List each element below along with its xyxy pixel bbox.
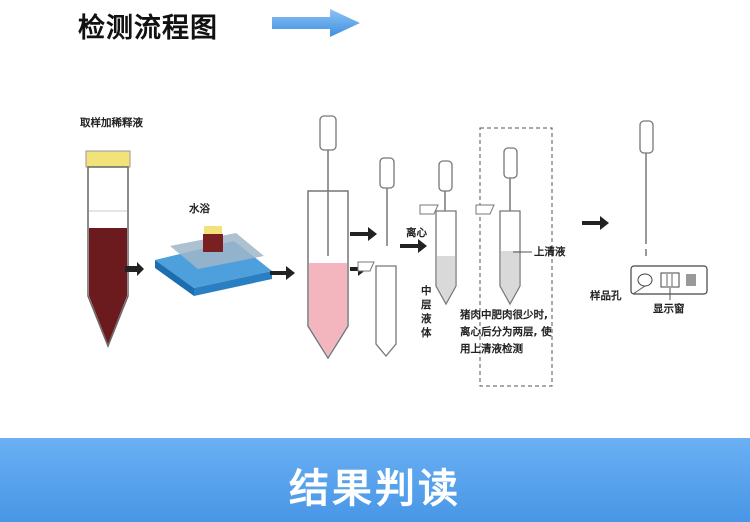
page-title: 检测流程图 <box>78 13 218 44</box>
arrow-icon <box>582 216 609 230</box>
result-title: 结果判读 <box>289 466 461 512</box>
sample-liquid <box>89 228 127 344</box>
test-strip: 样品孔 显示窗 <box>590 120 708 315</box>
label-supernatant: 上清液 <box>534 245 566 258</box>
sample-well-icon <box>637 273 653 287</box>
label-water-bath: 水浴 <box>188 202 210 215</box>
arrow-icon <box>270 266 295 280</box>
label-centrifuge: 离心 <box>406 226 427 239</box>
centrifuged-tube: 中 层 液 体 <box>419 160 457 339</box>
note-line-2: 离心后分为两层, 使 <box>460 325 552 338</box>
transfer-tubes <box>357 157 397 358</box>
right-arrow-icon <box>272 9 360 37</box>
note-line-3: 用上清液检测 <box>459 342 523 355</box>
bath-tube <box>203 234 223 252</box>
note-line-1: 猪肉中肥肉很少时, <box>459 308 548 321</box>
pink-tube <box>307 115 349 360</box>
arrow-icon <box>125 262 144 276</box>
label-sample-well: 样品孔 <box>590 289 622 302</box>
sample-tube: 取样加稀释液 <box>80 116 143 349</box>
water-bath: 水浴 <box>155 202 272 296</box>
label-middle-liquid-3: 液 <box>421 312 432 325</box>
header: 检测流程图 <box>0 0 750 55</box>
label-middle-liquid-4: 体 <box>421 326 432 339</box>
pink-liquid <box>309 263 347 356</box>
label-display-window: 显示窗 <box>653 302 685 315</box>
label-middle-liquid-2: 层 <box>421 299 432 311</box>
label-middle-liquid-1: 中 <box>421 284 432 297</box>
arrow-icon <box>400 239 427 253</box>
label-sample-dilution: 取样加稀释液 <box>80 116 143 129</box>
tube-cap <box>85 150 131 168</box>
dashed-note-box: 上清液 猪肉中肥肉很少时, 离心后分为两层, 使 用上清液检测 <box>459 127 566 387</box>
display-window-icon <box>660 272 680 288</box>
arrow-icon <box>350 227 377 241</box>
pipette-bulb <box>319 115 337 151</box>
detection-flow-diagram: 取样加稀释液 水浴 离心 中 层 <box>80 115 708 387</box>
result-banner: 结果判读 <box>0 438 750 522</box>
